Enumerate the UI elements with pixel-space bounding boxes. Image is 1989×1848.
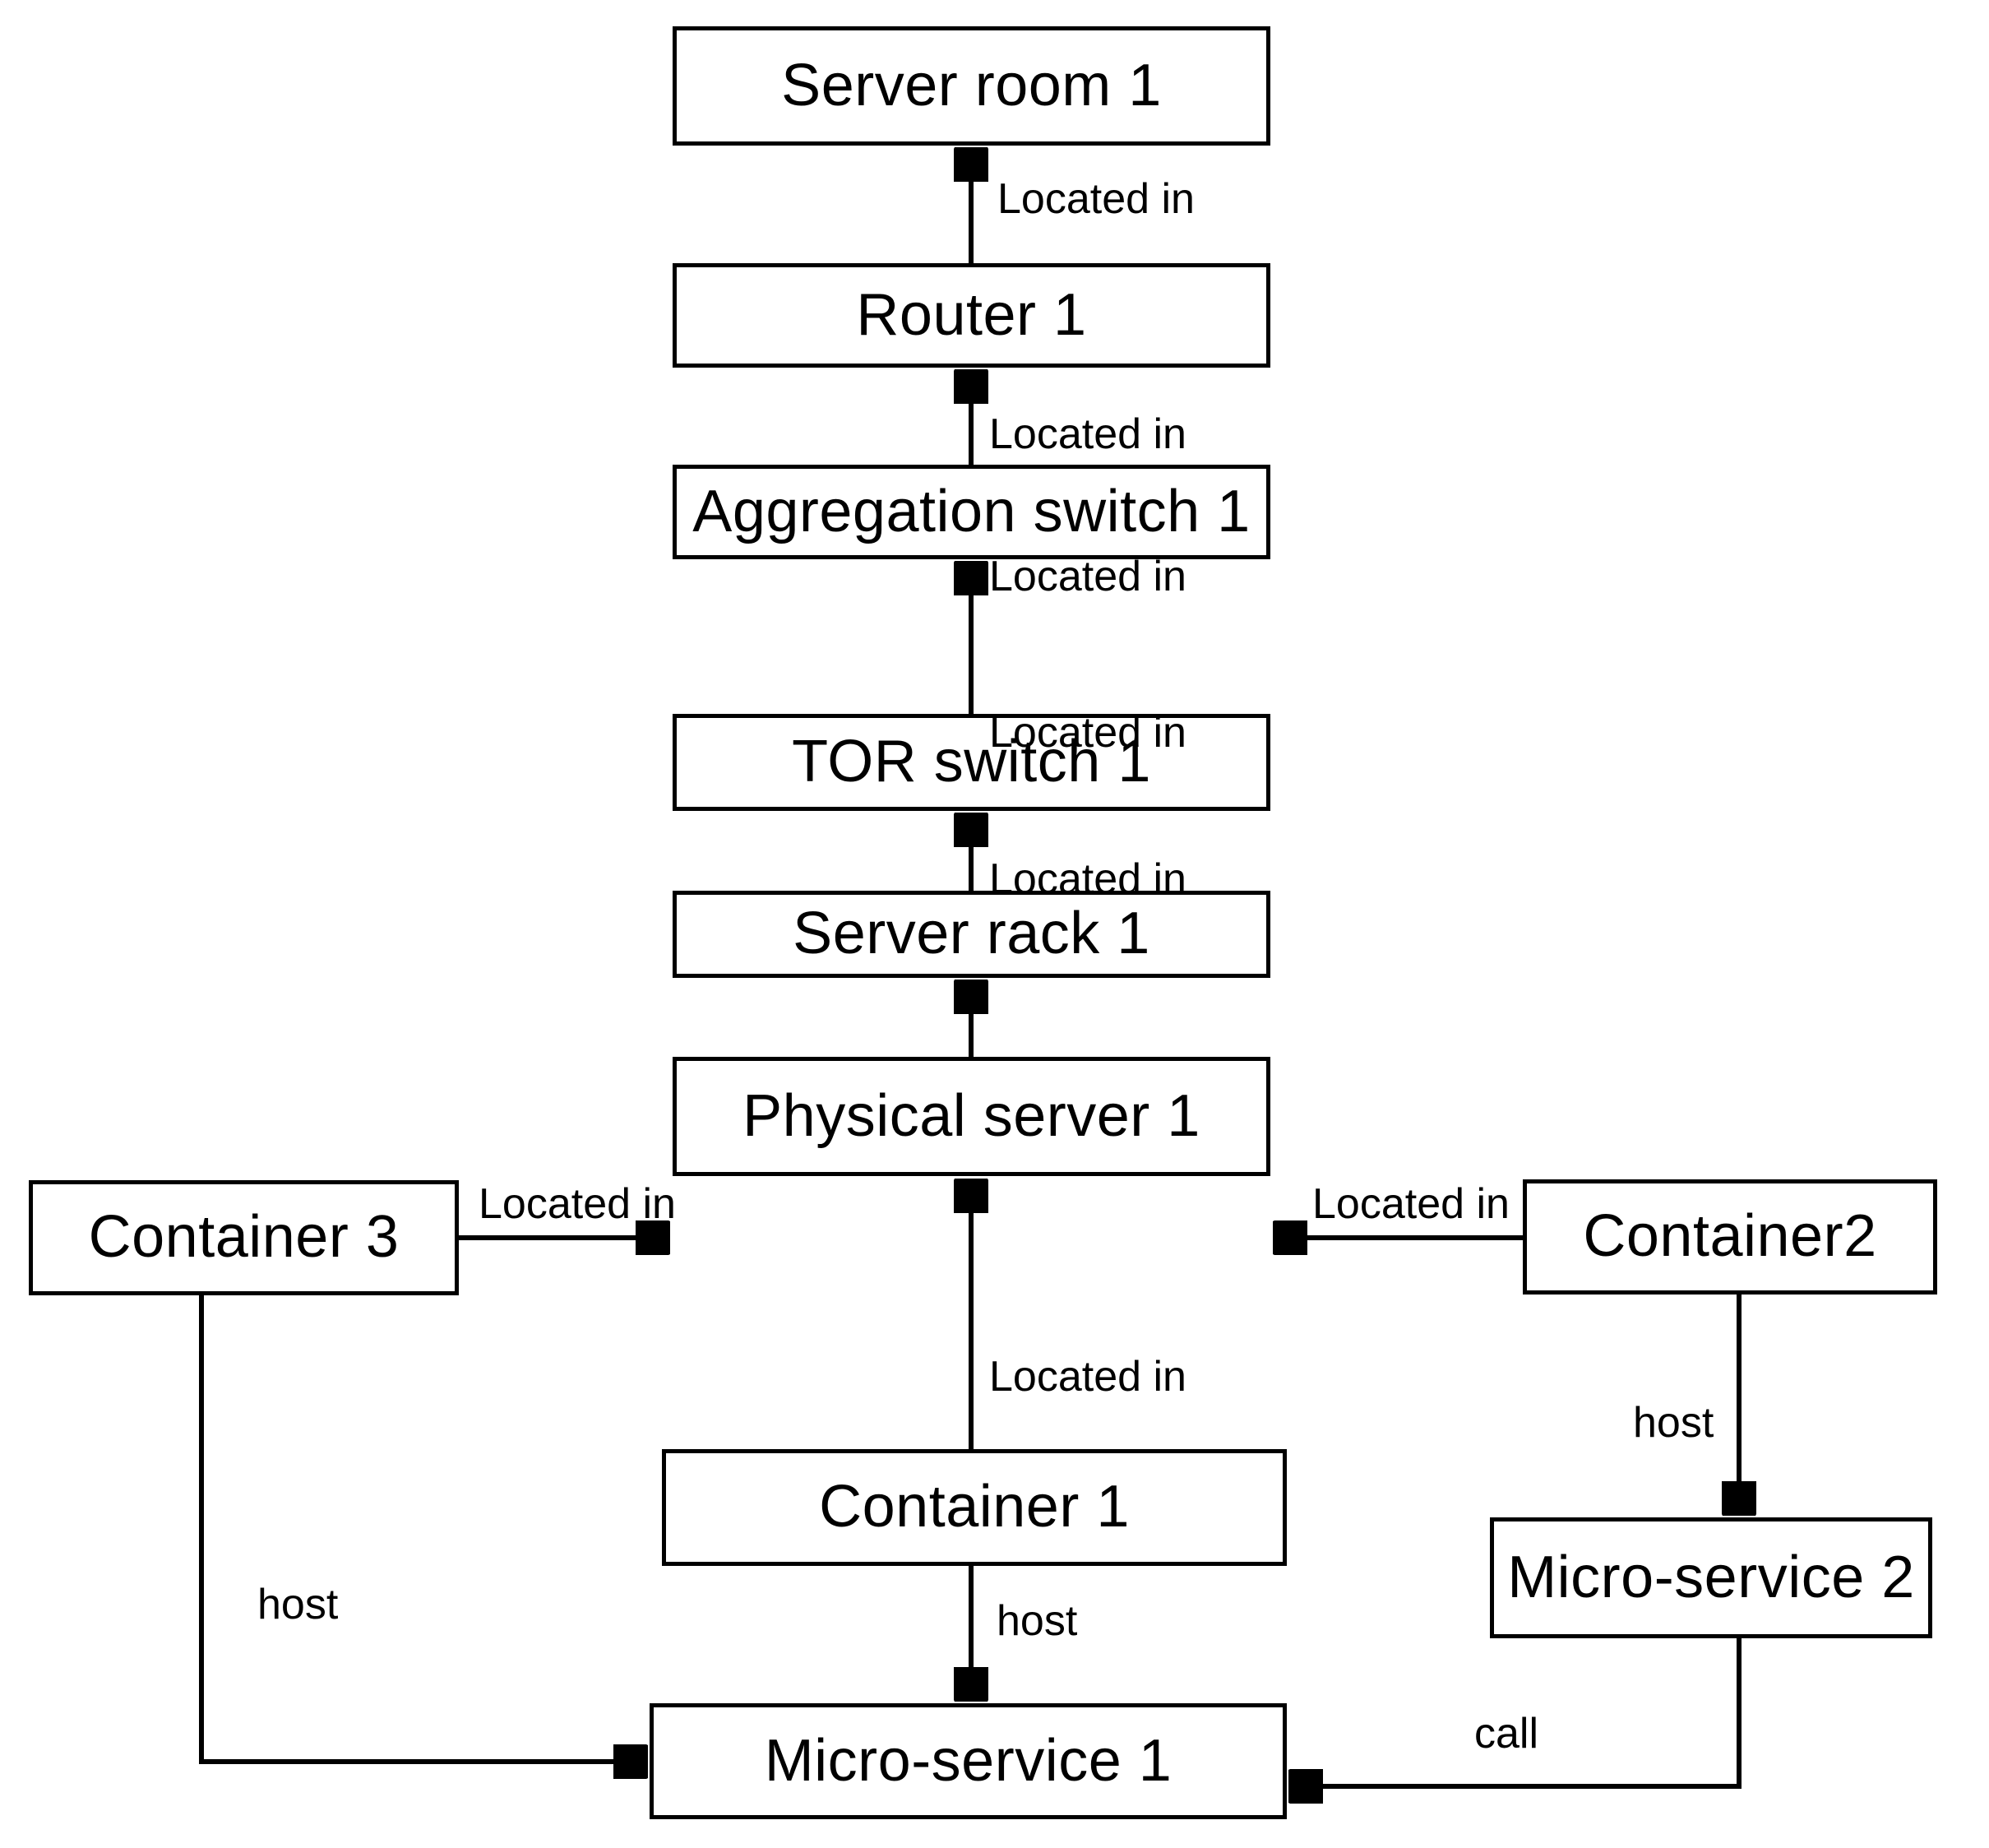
edge-label-container1-hosts-microservice1: host [997,1597,1078,1645]
node-label: Aggregation switch 1 [692,478,1251,544]
node-label: TOR switch 1 [792,729,1151,795]
node-label: Physical server 1 [742,1082,1200,1149]
edge-label-container3-hosts-microservice1: host [257,1581,339,1628]
node-label: Router 1 [856,281,1087,348]
node-label: Micro-service 2 [1507,1544,1915,1610]
node-micro-service-2[interactable]: Micro-service 2 [1490,1517,1932,1638]
edge-label-container2-to-physicalserver: Located in [1312,1180,1510,1228]
edge-label-container2-hosts-microservice2: host [1633,1399,1714,1447]
node-router-1[interactable]: Router 1 [673,263,1270,368]
edge-microservice2-calls-microservice1 [1293,1638,1742,1786]
node-server-rack-1[interactable]: Server rack 1 [673,891,1270,978]
node-server-room-1[interactable]: Server room 1 [673,26,1270,146]
node-micro-service-1[interactable]: Micro-service 1 [650,1703,1287,1819]
edge-label-container3-to-physicalserver: Located in [479,1180,676,1228]
node-label: Container 1 [819,1474,1130,1540]
node-container-3[interactable]: Container 3 [29,1180,459,1295]
edge-container3-hosts-microservice1 [199,1295,644,1762]
node-label: Micro-service 1 [764,1727,1173,1794]
node-physical-server-1[interactable]: Physical server 1 [673,1057,1270,1176]
node-tor-switch-1[interactable]: TOR switch 1 [673,714,1270,811]
node-label: Server rack 1 [793,901,1150,967]
edge-label-aggswitch-to-router: Located in [989,410,1186,458]
node-aggregation-switch-1[interactable]: Aggregation switch 1 [673,465,1270,559]
edge-label-microservice2-calls-microservice1: call [1474,1710,1539,1758]
node-label: Server room 1 [781,52,1162,118]
edge-label-physicalserver-to-serverrack: Located in [989,855,1186,903]
edge-label-container1-to-physicalserver: Located in [989,1353,1186,1401]
edge-label-serverrack-to-torswitch: Located in [989,709,1186,757]
node-container-2[interactable]: Container2 [1523,1179,1937,1295]
node-label: Container 3 [88,1204,400,1271]
edge-label-torswitch-to-aggswitch: Located in [989,553,1186,600]
node-container-1[interactable]: Container 1 [662,1449,1287,1566]
edge-label-router-to-server-room: Located in [997,175,1195,223]
node-label: Container2 [1583,1203,1877,1270]
